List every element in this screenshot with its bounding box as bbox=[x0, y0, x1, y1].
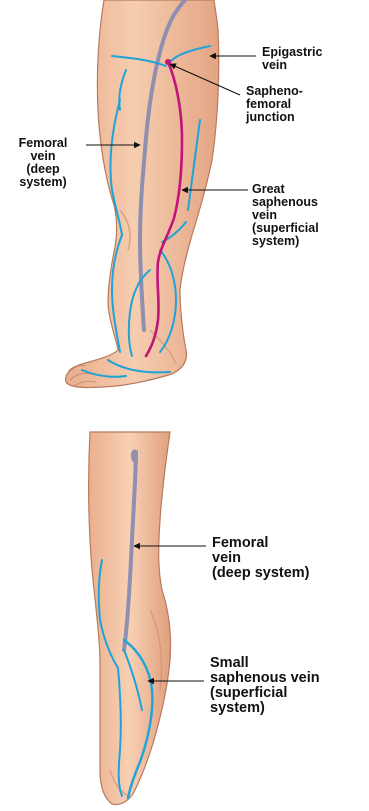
posterior-leg bbox=[89, 432, 171, 805]
label-great-saphenous-vein: Great saphenous vein (superficial system… bbox=[252, 183, 319, 248]
label-sapheno-femoral-junction: Sapheno- femoral junction bbox=[246, 85, 303, 124]
anterior-leg bbox=[66, 0, 219, 387]
label-femoral-vein-top: Femoral vein (deep system) bbox=[2, 137, 84, 189]
label-small-saphenous-vein: Small saphenous vein (superficial system… bbox=[210, 656, 320, 716]
label-femoral-vein-bottom: Femoral vein (deep system) bbox=[212, 536, 310, 581]
posterior-leg-skin bbox=[89, 432, 171, 805]
label-epigastric-vein: Epigastric vein bbox=[262, 46, 322, 72]
